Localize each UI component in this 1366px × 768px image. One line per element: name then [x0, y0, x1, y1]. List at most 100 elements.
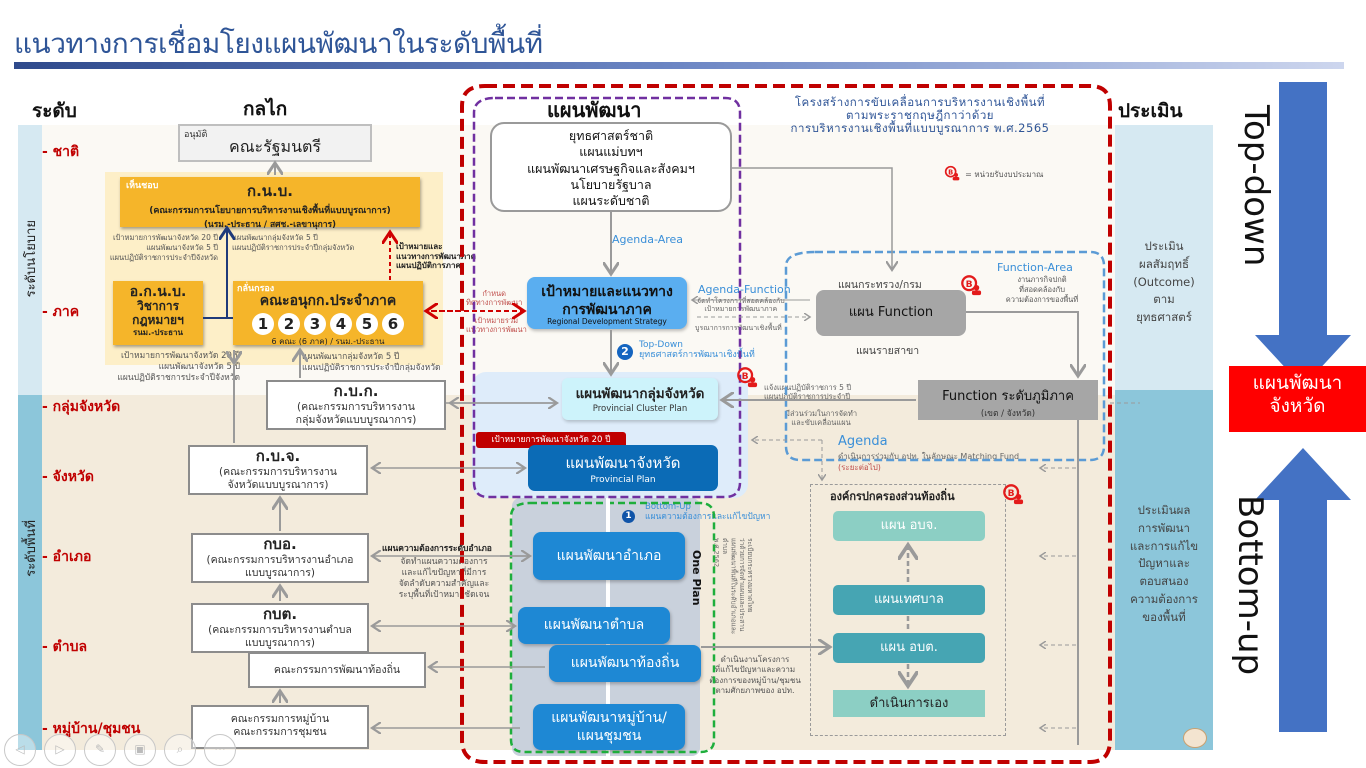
pao-plan-box: แผน อบจ. — [833, 511, 985, 541]
svg-text:B: B — [742, 371, 749, 382]
kbj-box: ก.บ.จ. (คณะกรรมการบริหารงาน จังหวัดแบบบู… — [188, 445, 368, 495]
oknb-academic: วิชาการ — [136, 299, 180, 314]
highlight-line: แผนพัฒนา — [1252, 372, 1343, 394]
svg-text:B: B — [966, 279, 973, 290]
knb-notes-left: เป้าหมายการพัฒนาจังหวัด 20 ปี แผนพัฒนาจั… — [108, 233, 218, 262]
local-committee-box: คณะกรรมการพัฒนาท้องถิ่น — [248, 652, 426, 688]
note-line: แผนปฏิบัติราชการประจำปีกลุ่มจังหวัด — [232, 242, 355, 252]
provincial-plan-box: แผนพัฒนาจังหวัด Provincial Plan — [528, 445, 718, 491]
local-gov-notes: ดำเนินงานโครงการ ที่แก้ไขปัญหาและความ ต้… — [700, 655, 810, 697]
zoom-button[interactable]: ⌕ — [164, 734, 196, 766]
title-underline — [14, 62, 1344, 69]
eval-line: ผลสัมฤทธิ์ — [1139, 256, 1189, 271]
eval-line: ปัญหาและ — [1138, 556, 1190, 571]
evaluation-top-area — [1115, 125, 1213, 390]
kbk-name: ก.บ.ก. — [333, 382, 379, 400]
eval-line: ประเมินผล — [1137, 503, 1191, 517]
bottom-up-note: Bottom-Up แผนความต้องการและแก้ไขปัญหา — [645, 502, 771, 523]
national-plan-line: แผนระดับชาติ — [572, 193, 650, 208]
top-down-note: Top-Down ยุทธศาสตร์การพัฒนาเชิงพื้นที่ — [639, 340, 755, 361]
emblem-logo — [1183, 728, 1207, 748]
note-line: แผนปฏิบัติราชการประจำปีจังหวัด — [117, 373, 240, 384]
see-all-slides-button[interactable]: ▣ — [124, 734, 156, 766]
budget-unit-icon: B — [944, 165, 960, 180]
note-line: แผนปฏิบัติราชการประจำปี — [764, 392, 851, 402]
note-line: ต้องการของหมู่บ้าน/ชุมชน — [709, 675, 801, 685]
function-area-label: Function-Area — [997, 261, 1073, 274]
note-line: แผนพัฒนาจังหวัด 5 ปี — [146, 242, 218, 252]
structure-title-line: การบริหารงานเชิงพื้นที่แบบบูรณาการ พ.ศ.2… — [790, 121, 1050, 136]
level-subdistrict: - ตำบล — [42, 639, 88, 655]
slideshow-toolbar: ◁ ▷ ✎ ▣ ⌕ ··· — [4, 734, 236, 766]
level-region: - ภาค — [42, 304, 80, 320]
regional-function-box: Function ระดับภูมิภาค (เขต / จังหวัด) — [918, 380, 1098, 420]
evaluation-bottom-area — [1115, 390, 1213, 750]
provincial-plan-th: แผนพัฒนาจังหวัด — [565, 454, 681, 472]
regional-tag: กลั่นกรอง — [237, 284, 275, 294]
local-plan-box: แผนพัฒนาท้องถิ่น — [549, 645, 701, 682]
kbo-name: กบอ. — [263, 535, 297, 553]
integration-note: บูรณาการการพัฒนาเชิงพื้นที่ — [695, 324, 782, 332]
oknb-legal: กฎหมายฯ — [132, 312, 184, 327]
region-2: 2 — [278, 313, 300, 335]
knb-name: ก.น.บ. — [247, 182, 293, 200]
note-line: แผนพัฒนาพื้นที่ในระดับอำเภอและตำบล — [720, 538, 738, 635]
next-slide-button[interactable]: ▷ — [44, 734, 76, 766]
national-plan-line: แผนพัฒนาเศรษฐกิจและสังคมฯ — [527, 160, 695, 176]
note-line: ระบุพื้นที่เป้าหมายชัดเจน — [398, 590, 490, 601]
agenda-area-label: Agenda-Area — [612, 233, 684, 246]
note-line: จัดทำแผนความต้องการ — [400, 557, 488, 567]
eval-line: ของพื้นที่ — [1142, 609, 1186, 624]
area-band-label: ระดับพื้นที่ — [24, 520, 39, 577]
national-plans-box: ยุทธศาสตร์ชาติ แผนแม่บทฯ แผนพัฒนาเศรษฐกิ… — [490, 122, 732, 212]
regional-strategy-box: เป้าหมายและแนวทาง การพัฒนาภาค Regional D… — [527, 277, 687, 329]
oknb-name: อ.ก.น.บ. — [129, 284, 187, 300]
knb-full: (คณะกรรมการนโยบายการบริหารงานเชิงพื้นที่… — [149, 206, 391, 216]
kbk-full: กลุ่มจังหวัดแบบบูรณาการ) — [295, 413, 417, 426]
note-line: ทิศทางการพัฒนา — [466, 297, 523, 307]
note-line: เป้าหมายการพัฒนาภาค — [704, 305, 778, 314]
bottom-up-arrow — [1255, 448, 1351, 732]
bottom-up-sub: แผนความต้องการและแก้ไขปัญหา — [645, 511, 771, 522]
ellipsis-icon: ··· — [214, 742, 226, 756]
function-area-notes: งานภารกิจปกติ ที่สอดคล้องกับ ความต้องการ… — [992, 275, 1092, 304]
kbt-box: กบต. (คณะกรรมการบริหารงานตำบล แบบบูรณากา… — [191, 603, 369, 653]
note-line: และขับเคลื่อนแผน — [791, 418, 851, 428]
district-need-title: แผนความต้องการระดับอำเภอ — [382, 544, 492, 554]
provincial-plan-highlight: แผนพัฒนา จังหวัด — [1229, 366, 1366, 432]
note-line: แนวทางการพัฒนาภาค — [396, 251, 476, 261]
regulation-note: ระเบียบกระทรวงมหาดไทย ว่าด้วยการจัดทำแผน… — [712, 538, 754, 648]
level-cluster: - กลุ่มจังหวัด — [42, 399, 121, 415]
knb-notes-right: เป้าหมายและ แนวทางการพัฒนาภาค แผนปฏิบัติ… — [396, 242, 476, 271]
magnifier-icon: ⌕ — [176, 742, 184, 756]
note-line: แผนปฏิบัติการภาค — [396, 261, 461, 271]
pen-button[interactable]: ✎ — [84, 734, 116, 766]
regional-function-notes: แจ้งแผนปฏิบัติราชการ 5 ปี แผนปฏิบัติราชก… — [764, 383, 851, 402]
kbj-name: ก.บ.จ. — [255, 447, 301, 465]
community-committee-line: คณะกรรมการชุมชน — [233, 726, 327, 739]
region-4: 4 — [330, 313, 352, 335]
note-line: เป้าหมายและ — [396, 242, 443, 251]
regional-strategy-th: การพัฒนาภาค — [562, 302, 652, 318]
participation-notes: มีส่วนร่วมในการจัดทำ และขับเคลื่อนแผน — [785, 409, 857, 428]
national-plan-line: ยุทธศาสตร์ชาติ — [568, 128, 654, 143]
oknb-chair: รนม.-ประธาน — [133, 327, 183, 337]
subdistrict-plan-box: แผนพัฒนาตำบล — [518, 607, 670, 644]
regional-strategy-en: Regional Development Strategy — [547, 317, 667, 326]
policy-band: ระดับนโยบาย — [18, 125, 42, 395]
eval-line: ตาม — [1153, 292, 1175, 307]
provincial-plan-en: Provincial Plan — [590, 475, 656, 485]
evaluation-development: ประเมินผล การพัฒนา และการแก้ไข ปัญหาและ … — [1115, 502, 1213, 627]
eval-line: ความต้องการ — [1130, 592, 1198, 607]
oknb-box: อ.ก.น.บ. วิชาการ กฎหมายฯ รนม.-ประธาน — [113, 281, 203, 345]
previous-slide-button[interactable]: ◁ — [4, 734, 36, 766]
policy-band-label: ระดับนโยบาย — [24, 220, 39, 298]
triangle-left-icon: ◁ — [15, 742, 25, 756]
kbo-full: แบบบูรณาการ) — [244, 566, 316, 579]
note-line: จัดลำดับความสำคัญและ — [398, 579, 490, 590]
triangle-right-icon: ▷ — [55, 742, 65, 756]
more-options-button[interactable]: ··· — [204, 734, 236, 766]
kbk-box: ก.บ.ก. (คณะกรรมการบริหารงาน กลุ่มจังหวัด… — [266, 380, 446, 430]
